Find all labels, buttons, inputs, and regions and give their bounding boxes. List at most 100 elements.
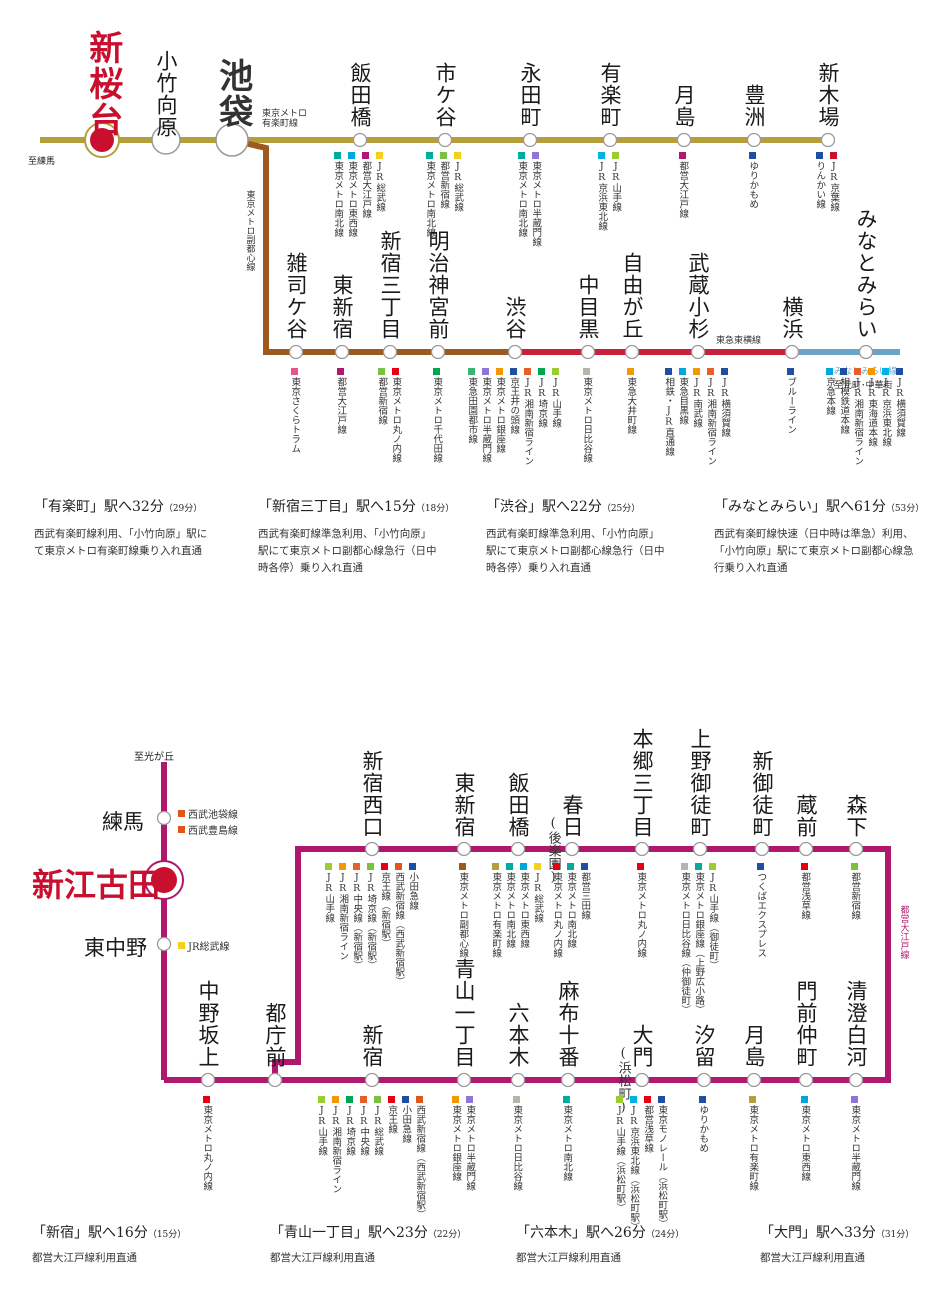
transfer-lines: 東京メトロ半蔵門線東京メトロ銀座線 bbox=[450, 1096, 475, 1191]
transfer-line: 東京メトロ南北線 bbox=[424, 152, 435, 237]
line-color-swatch bbox=[693, 368, 700, 375]
line-color-swatch bbox=[567, 863, 574, 870]
kotake-mukaihara-station-marker bbox=[151, 125, 181, 155]
transfer-line: JR湘南新宿ライン bbox=[330, 1096, 341, 1219]
transfer-line: 京王線（新宿駅） bbox=[379, 863, 390, 986]
line-name: ゆりかもめ bbox=[747, 161, 759, 209]
station-name: 中野坂上 bbox=[196, 980, 221, 1068]
line-name: JR埼京線 bbox=[536, 377, 548, 428]
station-name: 新宿三丁目 bbox=[378, 230, 403, 340]
line-color-swatch bbox=[291, 368, 298, 375]
transfer-line: JR総武線 bbox=[374, 152, 385, 237]
station-marker bbox=[798, 1072, 814, 1088]
line-color-swatch bbox=[402, 1096, 409, 1103]
transfer-line: 西武新宿線（西武新宿駅） bbox=[393, 863, 404, 986]
line-color-swatch bbox=[749, 1096, 756, 1103]
transfer-line: JR京浜東北線 bbox=[596, 152, 607, 231]
line-color-swatch bbox=[854, 368, 861, 375]
line-color-swatch bbox=[348, 152, 355, 159]
line-color-swatch bbox=[616, 1096, 623, 1103]
line-color-swatch bbox=[709, 863, 716, 870]
transfer-line: JR総武線 bbox=[452, 152, 463, 237]
line-name: 東京メトロ銀座線 bbox=[494, 377, 506, 453]
line-color-swatch bbox=[376, 152, 383, 159]
line-name: JR総武線 bbox=[188, 942, 230, 953]
line-color-swatch bbox=[360, 1096, 367, 1103]
transfer-lines: 東京メトロ日比谷線 bbox=[511, 1096, 522, 1191]
station-name: 渋谷 bbox=[503, 296, 528, 340]
transfer-line: JR総武線 bbox=[532, 863, 543, 958]
line-color-swatch bbox=[612, 152, 619, 159]
info-roppongi: 「六本木」駅へ26分（24分） 都営大江戸線利用直通 bbox=[516, 1222, 716, 1267]
station-marker bbox=[754, 841, 770, 857]
line-color-swatch bbox=[332, 1096, 339, 1103]
line-color-swatch bbox=[325, 863, 332, 870]
line-color-swatch bbox=[721, 368, 728, 375]
line-name: JR湘南新宿ライン bbox=[522, 377, 534, 466]
line-color-swatch bbox=[454, 152, 461, 159]
line-name: 東京メトロ南北線 bbox=[332, 161, 344, 237]
line-color-swatch bbox=[392, 368, 399, 375]
station-name: 新宿西口 bbox=[360, 750, 385, 838]
transfer-line: JR中央線（新宿駅） bbox=[351, 863, 362, 986]
line-color-swatch bbox=[679, 152, 686, 159]
line-name: 東京メトロ日比谷線 bbox=[511, 1105, 523, 1191]
terminus-hikarigaoka-label: 至光が丘 bbox=[134, 752, 174, 763]
line-name: JR総武線 bbox=[372, 1105, 384, 1156]
station-name: 市ケ谷 bbox=[433, 62, 458, 128]
info-time: （53分） bbox=[885, 504, 925, 514]
station-name: 森下 bbox=[844, 794, 869, 838]
line-color-swatch bbox=[581, 863, 588, 870]
info-head: 「青山一丁目」駅へ23分 bbox=[270, 1225, 428, 1241]
transfer-lines: 東急大井町線 bbox=[625, 368, 636, 434]
station-name: 飯田橋 bbox=[348, 62, 373, 128]
line-color-swatch bbox=[506, 863, 513, 870]
transfer-lines: 東京さくらトラム bbox=[289, 368, 300, 453]
info-head: 「有楽町」駅へ32分 bbox=[34, 499, 164, 515]
station-marker bbox=[364, 841, 380, 857]
info-shinjuku: 「新宿」駅へ16分（15分） 都営大江戸線利用直通 bbox=[32, 1222, 232, 1267]
line-name: 都営大江戸線 bbox=[360, 161, 372, 218]
line-color-swatch bbox=[681, 863, 688, 870]
transfer-line: 東京メトロ南北線 bbox=[565, 863, 576, 958]
info-head: 「六本木」駅へ26分 bbox=[516, 1225, 646, 1241]
line-name: 相鉄・JR直通線 bbox=[663, 377, 675, 456]
line-color-swatch bbox=[699, 1096, 706, 1103]
line-name: JR山手線 bbox=[323, 872, 335, 923]
line-name: 都営大江戸線 bbox=[335, 377, 347, 434]
station-marker bbox=[334, 344, 350, 360]
transfer-line: JR横須賀線 bbox=[719, 368, 730, 466]
station-name: 大門 bbox=[630, 1024, 655, 1068]
transfer-line: 都営新宿線 bbox=[376, 368, 387, 463]
transfer-line: 東京メトロ丸ノ内線 bbox=[390, 368, 401, 463]
line-name: 東京メトロ丸ノ内線 bbox=[551, 872, 563, 958]
transfer-line: JR山手線 bbox=[316, 1096, 327, 1219]
station-name: 麻布十番 bbox=[556, 980, 581, 1068]
line-name: 西武豊島線 bbox=[188, 826, 238, 837]
transfer-lines: 都営新宿線 bbox=[849, 863, 860, 920]
transfer-lines: つくばエクスプレス bbox=[755, 863, 766, 958]
info-head: 「渋谷」駅へ22分 bbox=[486, 499, 602, 515]
transfer-lines: 都営大江戸線 bbox=[677, 152, 688, 218]
line-color-swatch bbox=[882, 368, 889, 375]
transfer-line: 東急田園都市線 bbox=[466, 368, 477, 466]
line-name: 京王線（新宿駅） bbox=[379, 872, 391, 948]
line-color-swatch bbox=[178, 826, 185, 833]
line-color-swatch bbox=[381, 863, 388, 870]
station-marker bbox=[352, 132, 368, 148]
transfer-lines: ゆりかもめ bbox=[697, 1096, 708, 1153]
line-name: 東京メトロ銀座線 bbox=[450, 1105, 462, 1181]
line-color-swatch bbox=[378, 368, 385, 375]
transfer-line: JR埼京線 bbox=[536, 368, 547, 466]
line-name: 東京メトロ半蔵門線 bbox=[849, 1105, 861, 1191]
line-color-swatch bbox=[395, 863, 402, 870]
transfer-line: 小田急線 bbox=[407, 863, 418, 986]
station-marker bbox=[437, 132, 453, 148]
station-name: 六本木 bbox=[506, 1002, 531, 1068]
station-marker bbox=[848, 841, 864, 857]
line-color-swatch bbox=[440, 152, 447, 159]
info-head: 「大門」駅へ33分 bbox=[760, 1225, 876, 1241]
info-head: 「新宿」駅へ16分 bbox=[32, 1225, 148, 1241]
info-time: （24分） bbox=[645, 1230, 685, 1240]
